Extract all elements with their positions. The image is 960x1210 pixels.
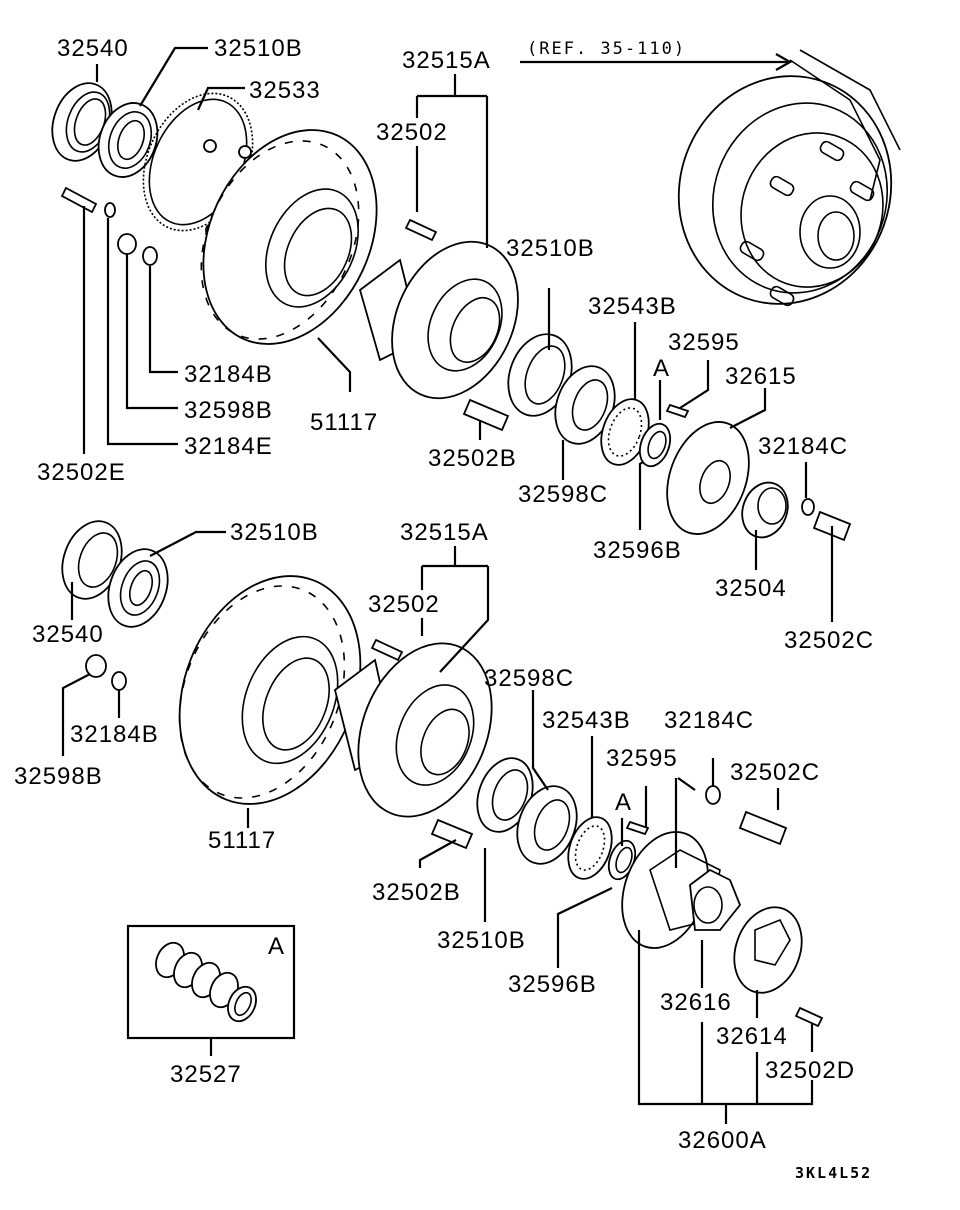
flange-32615: [666, 421, 750, 535]
label-32502C: 32502C: [784, 627, 874, 654]
label-32510B: 32510B: [214, 35, 303, 62]
label-32595-lower: 32595: [606, 745, 678, 772]
brake-disc-51117: [200, 129, 378, 345]
lower-leader-lines: [61, 530, 814, 1124]
washer-32184C: [801, 498, 815, 516]
seal-kit-box: A 32527: [126, 924, 296, 1088]
marker-A: A: [653, 355, 670, 382]
washer-32184C-lower: [705, 785, 721, 805]
hub-ring-32616: [689, 868, 742, 931]
label-32540-lower: 32540: [32, 621, 104, 648]
bearing-32510B-inner: [507, 333, 573, 417]
label-32598C-lower: 32598C: [484, 665, 574, 692]
kit-marker-A: A: [268, 933, 285, 960]
label-32527: 32527: [170, 1061, 242, 1088]
hub-bolt-32502-lower: [370, 638, 404, 662]
label-51117: 51117: [310, 409, 378, 436]
label-32184E: 32184E: [184, 433, 273, 460]
reference-disc-assembly: [677, 49, 901, 307]
label-32616: 32616: [660, 989, 732, 1016]
screw-32595: [665, 403, 690, 419]
lock-washer-32543B-lower: [567, 816, 613, 880]
hub-32515A: [358, 240, 519, 400]
label-32184C: 32184C: [758, 433, 848, 460]
label-32533: 32533: [249, 77, 321, 104]
bearing-32510B-lower: [107, 548, 169, 628]
label-32184B-lower: 32184B: [70, 721, 159, 748]
label-32540: 32540: [57, 35, 129, 62]
label-32598B: 32598B: [184, 397, 273, 424]
label-32614: 32614: [716, 1023, 788, 1050]
lower-assembly: 32510B 32515A 32540 32502 32598C 32184B …: [14, 519, 855, 1154]
label-32184B: 32184B: [184, 361, 273, 388]
label-32543B: 32543B: [588, 293, 677, 320]
hub-32515A-lower: [333, 642, 493, 818]
label-32502C-lower: 32502C: [730, 759, 820, 786]
marker-A-lower: A: [615, 789, 632, 816]
label-32515A: 32515A: [402, 47, 491, 74]
label-32510B-lower-inner: 32510B: [437, 927, 526, 954]
label-32515A-lower: 32515A: [400, 519, 489, 546]
label-32598B-lower: 32598B: [14, 763, 103, 790]
label-32184C-lower: 32184C: [664, 707, 754, 734]
label-32502D: 32502D: [765, 1057, 855, 1084]
label-32504: 32504: [715, 575, 787, 602]
upper-assembly: 32540 32510B 32533 32515A (REF. 35-110) …: [37, 35, 901, 654]
label-32502-lower: 32502: [368, 591, 440, 618]
label-32510B-lower: 32510B: [230, 519, 319, 546]
seal-kit-rings: [155, 941, 257, 1023]
label-32615: 32615: [725, 363, 797, 390]
bolt-32502C-lower: [738, 810, 788, 846]
drawing-code: 3KL4L52: [795, 1164, 872, 1182]
hub-cover-32614: [733, 906, 803, 994]
bolt-32502D: [794, 1006, 824, 1028]
label-32600A: 32600A: [678, 1127, 767, 1154]
reference-note: (REF. 35-110): [527, 39, 686, 59]
bearing-32510B: [97, 102, 159, 178]
label-32596B-lower: 32596B: [508, 971, 597, 998]
hub-bolt-32502B: [462, 398, 510, 432]
label-32502: 32502: [376, 119, 448, 146]
label-32595: 32595: [668, 329, 740, 356]
label-32596B: 32596B: [593, 537, 682, 564]
screw-32595-lower: [625, 820, 650, 836]
nut-32184B-lower: [111, 671, 127, 691]
spacer-32598C-lower: [516, 785, 578, 865]
hub-bolt-32502B-lower: [430, 818, 474, 850]
label-32502B: 32502B: [428, 445, 517, 472]
nut-32598B: [117, 233, 137, 255]
upper-leader-lines: [82, 46, 834, 622]
hub-bolt-32502: [404, 218, 438, 242]
label-32543B-lower: 32543B: [542, 707, 631, 734]
label-51117-lower: 51117: [208, 827, 276, 854]
brake-disc-51117-lower: [178, 575, 362, 805]
label-32510B-inner: 32510B: [506, 235, 595, 262]
label-32502E: 32502E: [37, 459, 126, 486]
label-32502B-lower: 32502B: [372, 879, 461, 906]
nut-32184B: [142, 246, 158, 266]
stud-bolt-32502E: [60, 186, 98, 214]
seal-32596B: [638, 422, 672, 468]
label-32598C: 32598C: [518, 481, 608, 508]
spacer-32598C: [554, 365, 616, 445]
washer-32184E: [104, 202, 116, 218]
nut-32598B-lower: [85, 654, 107, 678]
